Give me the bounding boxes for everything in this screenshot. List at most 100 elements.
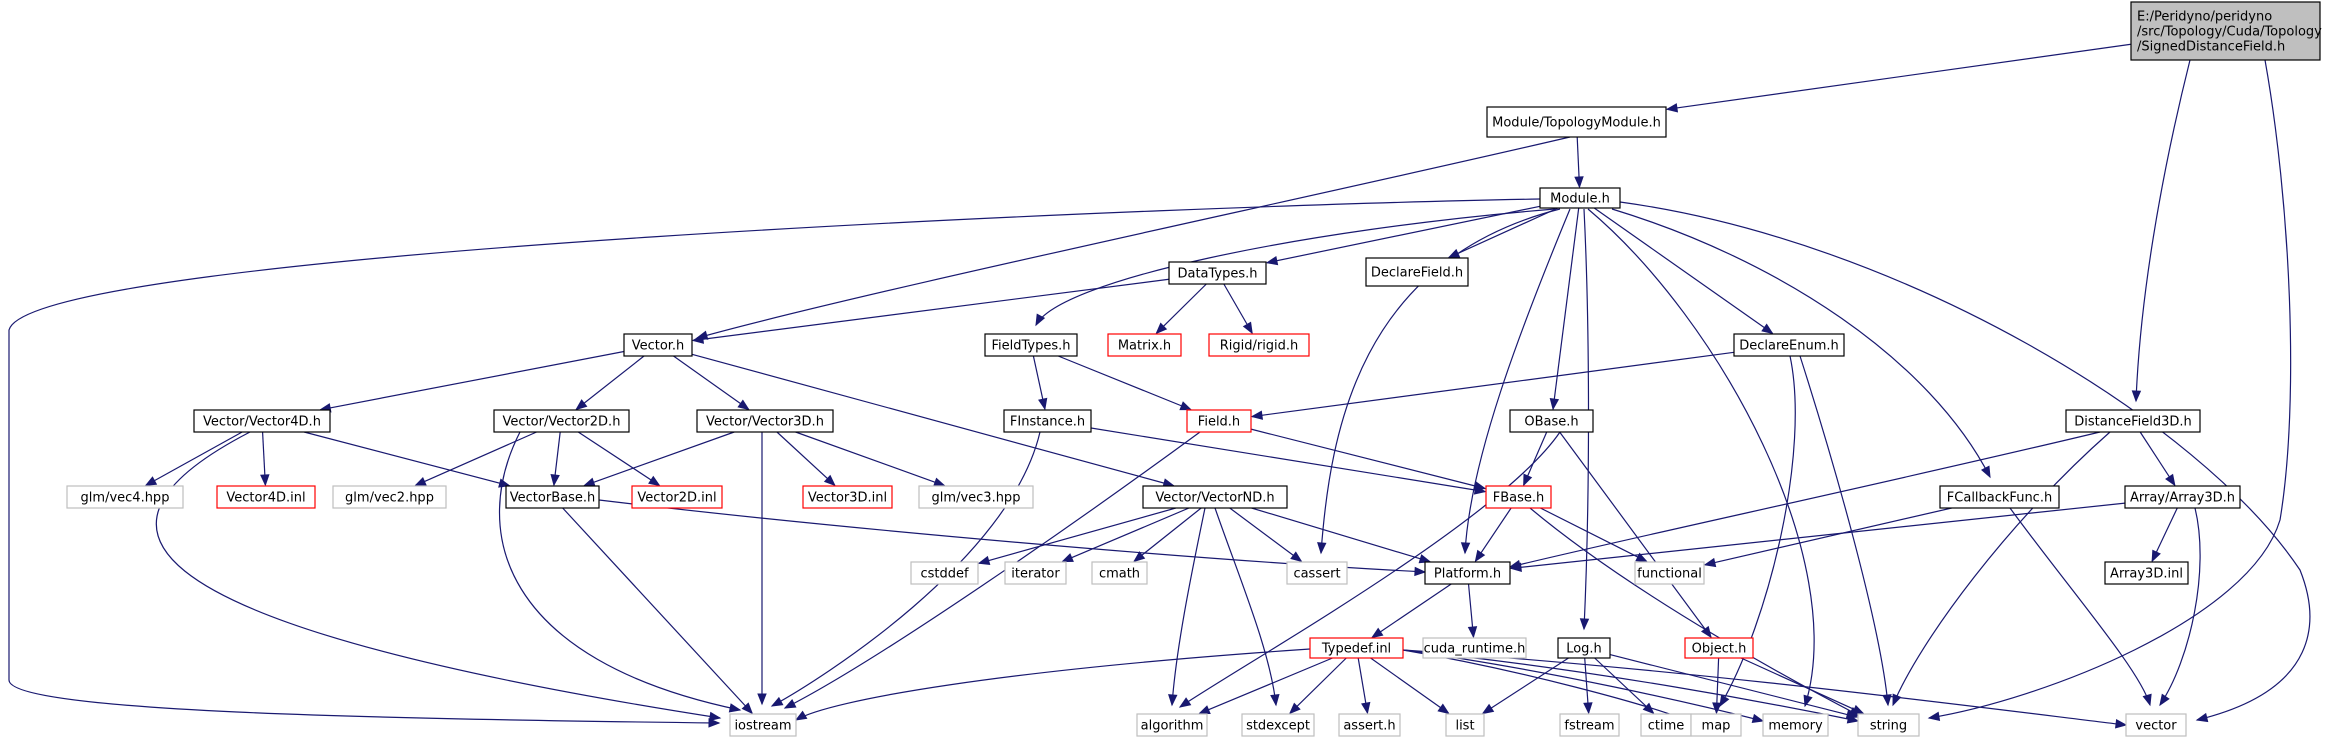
node-vector3d[interactable]: Vector/Vector3D.h (696, 409, 834, 433)
node-declarefield[interactable]: DeclareField.h (1365, 257, 1469, 287)
arrowhead (1549, 397, 1560, 411)
edge-vector-to-vector4d (318, 350, 625, 413)
node-object[interactable]: Object.h (1684, 637, 1754, 659)
arrowhead (783, 699, 797, 709)
node-label: Typedef.inl (1321, 642, 1391, 657)
arrowhead (741, 702, 754, 715)
node-rigid[interactable]: Rigid/rigid.h (1208, 333, 1310, 357)
node-label: list (1455, 719, 1474, 734)
node-fstream: fstream (1559, 713, 1620, 737)
arrowhead (1035, 313, 1046, 327)
node-label: cassert (1293, 567, 1340, 582)
node-vector4dinl[interactable]: Vector4D.inl (216, 485, 316, 509)
node-box (1559, 713, 1620, 737)
node-vector2dinl[interactable]: Vector2D.inl (631, 485, 723, 509)
node-vectorbase[interactable]: VectorBase.h (505, 485, 600, 509)
node-box (1091, 561, 1148, 585)
node-label: Rigid/rigid.h (1220, 339, 1299, 354)
node-box (1762, 713, 1829, 737)
node-array3d[interactable]: Array/Array3D.h (2124, 485, 2241, 509)
node-cstddef: cstddef (910, 561, 979, 585)
node-box (1136, 713, 1208, 737)
node-box (1539, 187, 1621, 209)
arrowhead (1467, 626, 1478, 639)
node-label: DistanceField3D.h (2074, 415, 2192, 430)
arrowhead (977, 555, 991, 566)
node-vector4d[interactable]: Vector/Vector4D.h (193, 409, 331, 433)
node-matrix[interactable]: Matrix.h (1107, 333, 1182, 357)
node-fieldtypes[interactable]: FieldTypes.h (984, 333, 1078, 357)
node-log[interactable]: Log.h (1557, 637, 1611, 659)
node-box (332, 485, 447, 509)
node-label: iterator (1011, 567, 1060, 582)
node-label: fstream (1564, 719, 1614, 734)
node-fcallbackfunc[interactable]: FCallbackFunc.h (1939, 485, 2060, 509)
edge-object-to-string (1740, 657, 1865, 715)
node-label: Vector/Vector3D.h (706, 415, 824, 430)
node-ctime: ctime (1640, 713, 1692, 737)
node-module[interactable]: Module.h (1539, 187, 1621, 209)
arrowhead (1523, 473, 1533, 487)
node-label: Platform.h (1434, 567, 1501, 582)
arrowhead (1473, 481, 1487, 491)
edge-topologymodule-to-module (1574, 136, 1584, 189)
arrowhead (1288, 702, 1301, 715)
node-array3dinl[interactable]: Array3D.inl (2104, 561, 2189, 585)
arrowhead (1265, 255, 1279, 266)
edge-declareenum-to-map (1719, 355, 1796, 708)
node-label: DeclareEnum.h (1739, 339, 1839, 354)
edge-module-to-iostream (8, 198, 1541, 728)
node-label: Array3D.inl (2110, 567, 2183, 582)
node-label: FInstance.h (1010, 415, 1085, 430)
node-box (1309, 637, 1404, 659)
node-finstance[interactable]: FInstance.h (1003, 409, 1092, 433)
edge-typedef-to-algorithm (1198, 657, 1333, 715)
node-declareenum[interactable]: DeclareEnum.h (1733, 333, 1845, 357)
edge-vectorbase-to-iostream (562, 507, 754, 715)
arrowhead (1371, 627, 1384, 639)
arrowhead (1460, 542, 1471, 555)
node-label: DeclareField.h (1371, 266, 1463, 281)
node-root[interactable]: E:/Peridyno/peridyno/src/Topology/Cuda/T… (2130, 1, 2322, 61)
node-map: map (1690, 713, 1742, 737)
edge-field-to-fbase (1250, 428, 1487, 491)
node-label: E:/Peridyno/peridyno (2137, 10, 2272, 25)
edge-array3d-to-vectorstd (2159, 507, 2201, 707)
node-label: cstddef (920, 567, 969, 582)
edge-fieldtypes-to-finstance (1032, 355, 1048, 411)
node-label: algorithm (1141, 719, 1204, 734)
node-topologymodule[interactable]: Module/TopologyModule.h (1486, 106, 1667, 138)
node-label: string (1870, 719, 1907, 734)
node-field[interactable]: Field.h (1186, 409, 1252, 433)
arrowhead (2115, 719, 2128, 729)
node-vectornd[interactable]: Vector/VectorND.h (1142, 485, 1288, 509)
node-vector[interactable]: Vector.h (623, 333, 693, 357)
node-box (696, 409, 834, 433)
edge-vector2d-to-iostream (498, 431, 742, 713)
node-platform[interactable]: Platform.h (1424, 561, 1511, 585)
node-asserth: assert.h (1338, 713, 1401, 737)
arrowhead (770, 696, 784, 707)
node-label: Array/Array3D.h (2130, 491, 2235, 506)
node-obase[interactable]: OBase.h (1509, 409, 1594, 433)
node-label: glm/vec3.hpp (932, 491, 1021, 506)
arrowhead (1927, 711, 1941, 721)
node-typedef[interactable]: Typedef.inl (1309, 637, 1404, 659)
node-vector3dinl[interactable]: Vector3D.inl (802, 485, 893, 509)
edge-obase-to-algorithm (1178, 431, 1561, 708)
arrowhead (737, 399, 750, 411)
arrowhead (1317, 542, 1327, 555)
node-fbase[interactable]: FBase.h (1485, 485, 1552, 509)
node-box (1004, 561, 1067, 585)
edge-typedef-to-vectorstd (1402, 649, 2128, 729)
edge-root-to-distancefield3d (2131, 59, 2191, 403)
arrowhead (1168, 694, 1178, 707)
arrowhead (1719, 694, 1730, 708)
node-distancefield3d[interactable]: DistanceField3D.h (2065, 409, 2201, 433)
node-datatypes[interactable]: DataTypes.h (1168, 261, 1267, 285)
edge-typedef-to-memory (1402, 649, 1765, 724)
node-box (1003, 409, 1092, 433)
node-box (1939, 485, 2060, 509)
arrowhead (823, 474, 836, 487)
node-vector2d[interactable]: Vector/Vector2D.h (493, 409, 630, 433)
